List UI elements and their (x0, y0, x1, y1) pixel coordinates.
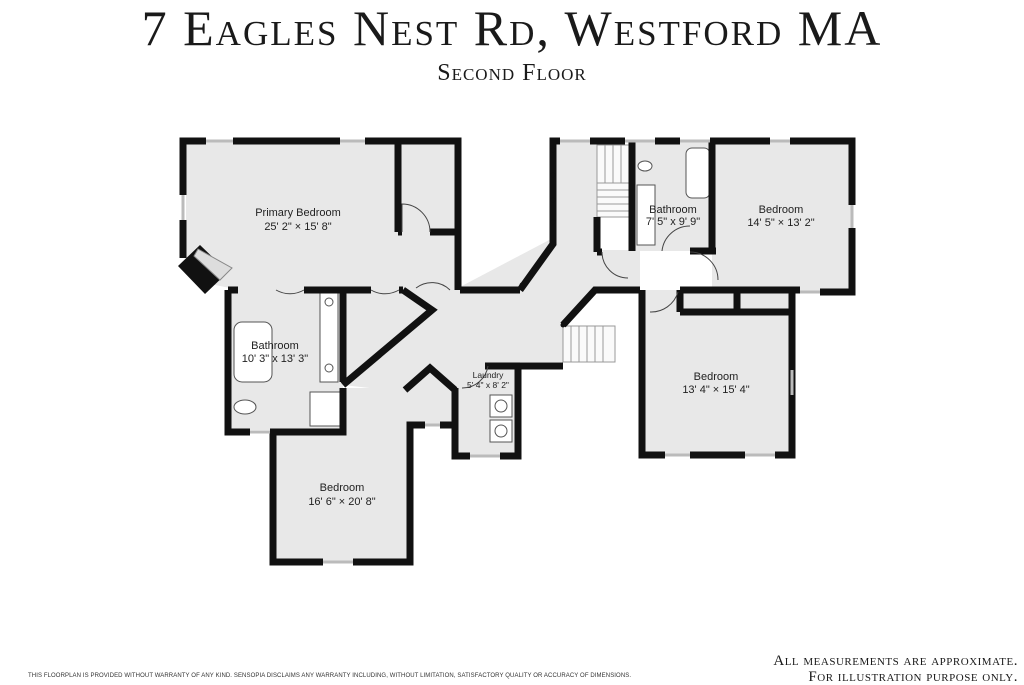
room-name: Primary Bedroom (255, 207, 341, 219)
room-dims: 7' 5" x 9' 9" (646, 216, 700, 228)
page-title: 7 Eagles Nest Rd, Westford MA (141, 0, 883, 56)
shower-icon (309, 391, 341, 427)
fixtures (233, 147, 711, 443)
railing (519, 147, 598, 328)
door-primary-closet (401, 203, 431, 233)
note-line-2: For illustration purpose only. (808, 669, 1018, 685)
disclaimer-text: THIS FLOORPLAN IS PROVIDED WITHOUT WARRA… (28, 673, 632, 679)
room-dims: 13' 4" × 15' 4" (682, 384, 749, 396)
door-hall-closet (415, 282, 451, 291)
upper-staircase (596, 144, 632, 218)
room-name: Bathroom (649, 204, 697, 216)
walls (179, 137, 856, 566)
toilet-upper-icon (637, 160, 653, 172)
vanity-upper-icon (636, 184, 656, 246)
room-dims: 14' 5" × 13' 2" (747, 217, 814, 229)
note-line-1: All measurements are approximate. (773, 653, 1018, 669)
doors (275, 203, 719, 389)
door-se-bedroom (649, 291, 679, 313)
door-stair (601, 251, 629, 279)
fireplace-icon (178, 245, 233, 294)
room-name: Bedroom (759, 204, 804, 216)
bedroom-ne-floor (712, 141, 852, 291)
room-dims: 5' 4" x 8' 2" (467, 380, 509, 390)
measurement-note: All measurements are approximate. For il… (773, 653, 1018, 685)
stairs (562, 144, 632, 363)
primary-bedroom-floor (186, 141, 458, 288)
floor-subtitle: Second Floor (437, 60, 587, 86)
door-laundry (461, 365, 489, 389)
room-labels: Primary Bedroom 25' 2" × 15' 8" Bathroom… (242, 204, 815, 508)
room-name: Laundry (473, 370, 504, 380)
door-primary-bedroom (370, 289, 400, 295)
room-dims: 10' 3" x 13' 3" (242, 353, 309, 365)
door-ne-bedroom (689, 251, 719, 281)
lower-staircase (562, 325, 616, 363)
room-name: Bedroom (320, 482, 365, 494)
door-primary-bath (275, 289, 305, 295)
room-name: Bathroom (251, 340, 299, 352)
windows (181, 139, 854, 564)
bathtub-icon (233, 321, 273, 383)
hallway-floor (343, 141, 640, 392)
bedroom-se-floor (640, 290, 790, 455)
room-dims: 25' 2" × 15' 8" (264, 221, 331, 233)
toilet-icon (233, 399, 257, 415)
door-upper-bath (661, 225, 691, 252)
bedroom-sw-floor (273, 388, 455, 562)
room-name: Bedroom (694, 371, 739, 383)
bathtub-upper-icon (685, 147, 711, 199)
room-dims: 16' 6" × 20' 8" (308, 496, 375, 508)
